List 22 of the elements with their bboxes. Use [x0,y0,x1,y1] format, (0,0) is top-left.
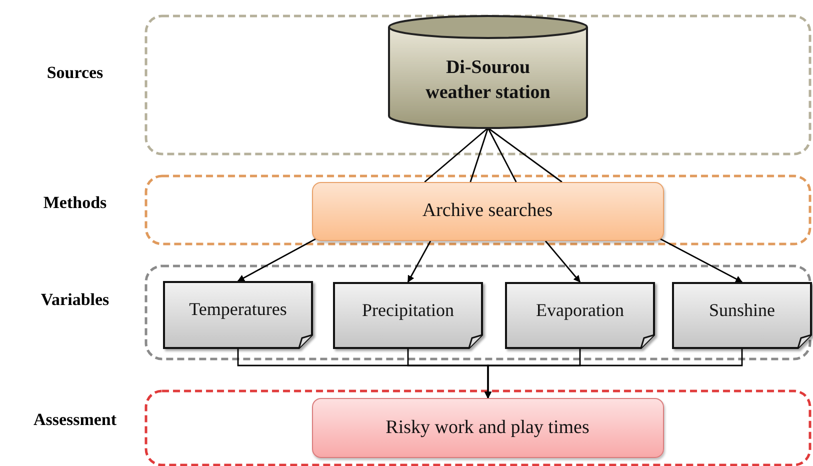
lane-label: Assessment [32,410,118,430]
lane-label: Variables [40,290,110,310]
node-label: Sunshine [708,298,776,322]
connector-line [487,128,517,182]
node-label: Di-Sourou weather station [424,56,552,104]
process-box [312,182,664,241]
arrow [660,238,743,283]
node-label: Archive searches [421,199,554,223]
node-label: Precipitation [361,298,455,322]
connector-line [488,127,562,183]
lane-label: Sources [46,63,104,83]
arrow [544,240,581,283]
arrow [484,349,743,399]
arrow [407,240,432,283]
connector-line [470,128,489,182]
arrow [237,238,316,282]
node-label: Evaporation [535,298,625,322]
lane-label: Methods [42,193,108,213]
connector-line [424,127,488,183]
node-label: Risky work and play times [384,416,590,440]
node-label: Temperatures [188,298,288,321]
process-box [312,398,664,458]
